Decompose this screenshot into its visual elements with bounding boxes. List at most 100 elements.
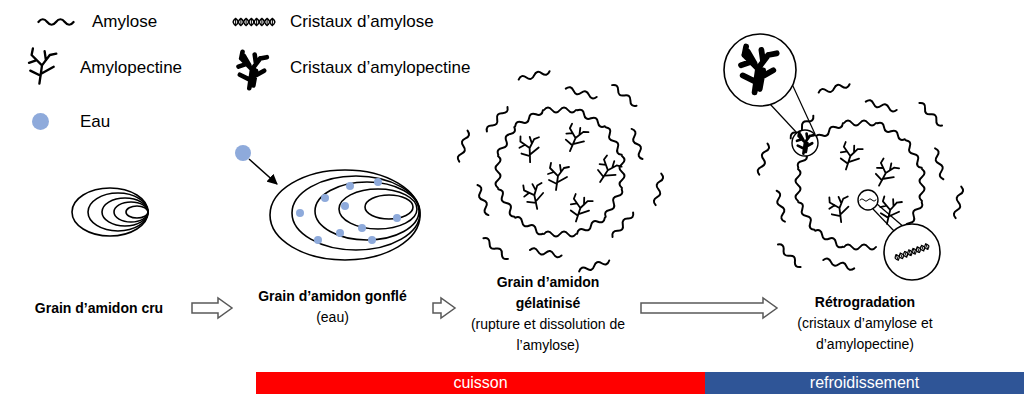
illustration-part [475, 184, 491, 216]
raw-grain [72, 188, 148, 236]
illustration-part [904, 139, 924, 169]
stage-label: Rétrogradation(cristaux d’amylose et d’a… [785, 292, 945, 355]
illustration-part [871, 157, 900, 190]
illustration-part [485, 105, 509, 133]
illustration-part [315, 182, 419, 240]
illustration-part [38, 19, 73, 25]
stage-note: (eau) [240, 307, 425, 328]
stage-title: Grain d’amidon cru [14, 298, 184, 319]
legend-label: Cristaux d’amylose [290, 12, 434, 32]
illustration-part [514, 108, 544, 128]
illustration-part [321, 194, 329, 202]
stage-title: Rétrogradation [785, 292, 945, 313]
illustration-part [876, 121, 906, 141]
illustration-part [496, 188, 516, 218]
illustration-part [933, 148, 946, 180]
stage-title: Grain d’amidon gélatinisé [463, 272, 633, 314]
illustration-part [374, 178, 382, 186]
illustration-part [239, 52, 267, 88]
legend-label: Amylose [92, 12, 157, 32]
phase-text: refroidissement [810, 373, 919, 393]
illustration-part [358, 224, 366, 232]
illustration-part [796, 169, 801, 201]
phase-band: cuisson [256, 372, 705, 394]
stage-label: Grain d’amidon cru [14, 298, 184, 319]
illustration-part [576, 216, 606, 236]
illustration-part [879, 196, 902, 225]
illustration-part [877, 204, 905, 228]
illustration-part [814, 229, 844, 249]
stage-label: Grain d’amidon gonflé(eau) [240, 286, 425, 328]
illustration-part [604, 188, 624, 218]
illustration-part [774, 190, 787, 222]
illustration-part [844, 121, 876, 126]
illustration-part [578, 258, 610, 274]
illustration-part [520, 179, 549, 212]
illustration-part [611, 211, 635, 239]
illustration-part [920, 169, 925, 201]
illustration-part [894, 242, 930, 261]
process-arrow [192, 298, 232, 318]
illustration-part [858, 190, 878, 210]
illustration-part [653, 173, 663, 205]
illustration-part [365, 195, 413, 219]
legend-label: Eau [80, 112, 110, 132]
illustration-part [865, 99, 897, 112]
illustration-part [341, 202, 349, 210]
illustration-part [884, 224, 940, 280]
illustration-part [576, 108, 606, 128]
process-arrow [433, 298, 455, 318]
retrograded-grain [724, 34, 964, 280]
illustration-part [336, 229, 344, 237]
stage-label: Grain d’amidon gélatinisé(rupture et dis… [463, 272, 633, 356]
illustration-part [270, 170, 420, 260]
illustration-part [126, 206, 148, 218]
illustration-part [792, 84, 815, 134]
illustration-part [518, 69, 550, 82]
phase-text: cuisson [453, 373, 507, 393]
stage-note: (rupture et dissolution de l’amylose) [463, 314, 633, 356]
illustration-part [792, 130, 818, 156]
stage-note: (cristaux d’amylose et d’amylopectine) [785, 313, 945, 355]
illustration-part [368, 236, 376, 244]
illustration-part [270, 170, 420, 260]
illustration-part [548, 163, 569, 190]
illustration-part [544, 232, 576, 237]
illustration-part [235, 145, 251, 161]
illustration-part [457, 130, 470, 162]
illustration-part [844, 245, 876, 250]
illustration-part [235, 145, 401, 244]
process-arrow [641, 298, 777, 318]
illustration-part [796, 201, 816, 231]
illustration-part [114, 202, 148, 222]
illustration-part [314, 236, 322, 244]
legend-label: Cristaux d’amylopectine [290, 58, 470, 78]
illustration-part [544, 108, 576, 113]
illustration-part [610, 83, 638, 107]
illustration-part [393, 214, 401, 222]
illustration-part [724, 34, 796, 106]
illustration-part [88, 193, 148, 231]
illustration-part [826, 193, 853, 225]
legend-swatch [32, 113, 49, 130]
illustration-part [296, 209, 304, 217]
illustration-part [249, 159, 277, 184]
illustration-part [292, 176, 420, 250]
illustration-part [339, 189, 417, 229]
illustration-part [757, 143, 770, 175]
illustration-part [776, 243, 802, 269]
illustration-part [629, 128, 645, 160]
phase-band: refroidissement [705, 372, 1024, 394]
illustration-part [29, 49, 56, 84]
illustration-part [860, 199, 876, 202]
illustration-part [346, 182, 354, 190]
illustration-part [823, 258, 855, 271]
illustration-part [518, 133, 543, 163]
illustration-part [797, 132, 814, 154]
illustration-part [873, 209, 895, 232]
illustration-part [496, 126, 516, 156]
illustration-part [496, 156, 501, 188]
illustration-part [741, 47, 777, 93]
illustration-part [562, 123, 589, 155]
